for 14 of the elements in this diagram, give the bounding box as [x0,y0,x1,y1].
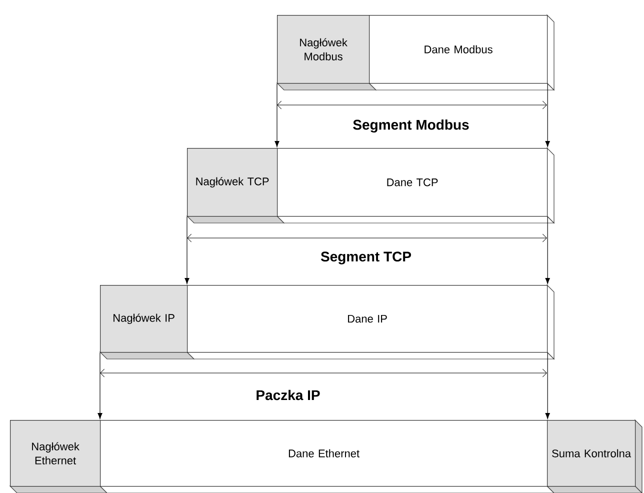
arrow [545,352,550,419]
arrow [98,352,102,419]
arrow [545,83,550,148]
header-box: Nagłówek Ethernet [10,420,101,487]
dimension-label: Segment Modbus [353,119,469,133]
dimension-label: Paczka IP [256,390,320,400]
header-box: Nagłówek Modbus [277,15,370,84]
arrow [274,83,280,148]
checksum-box: Suma Kontrolna [547,420,636,487]
arrow [545,216,550,284]
dimension-label: Segment TCP [320,252,412,264]
header-box: Nagłówek TCP [187,148,278,217]
header-box: Nagłówek IP [100,285,188,353]
arrow [184,216,190,284]
